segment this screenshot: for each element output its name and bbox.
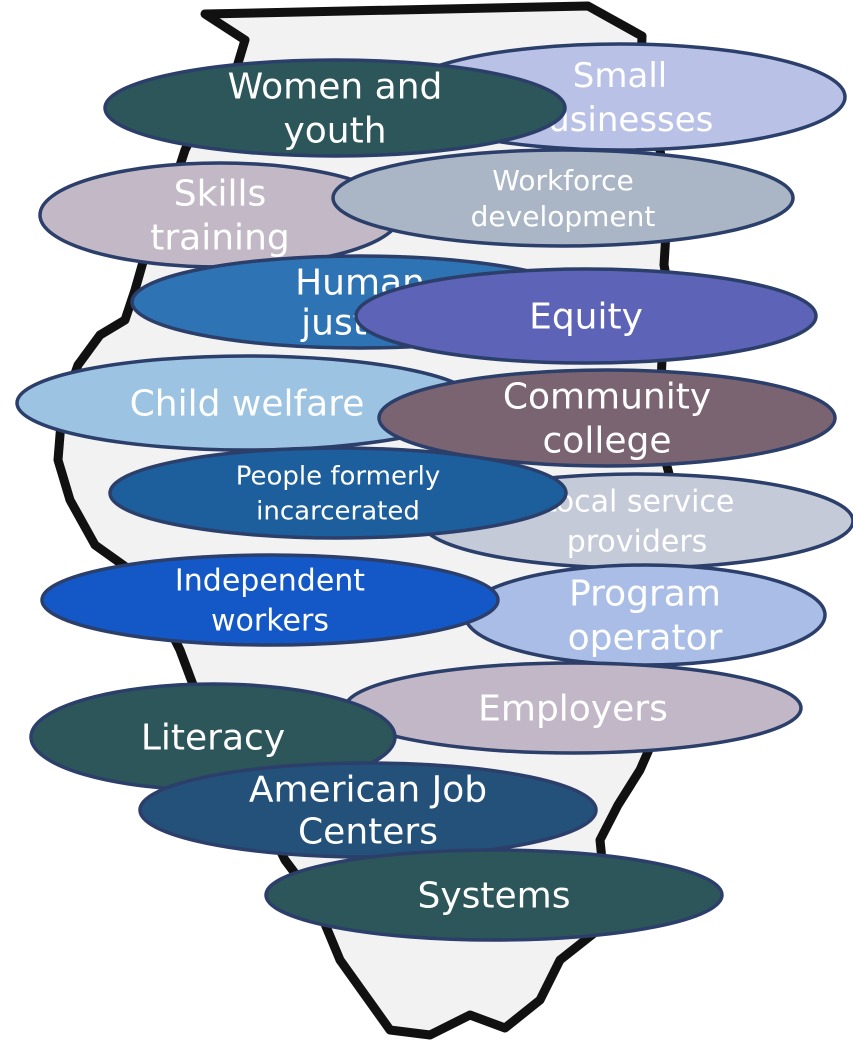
bubble-label-skills-training-line-1: Skills: [174, 174, 266, 215]
bubble-shape-women-and-youth: [103, 58, 567, 158]
bubble-label-women-and-youth-line-2: youth: [283, 111, 386, 152]
bubble-shape-community-college: [377, 368, 837, 468]
bubble-label-employers-line-1: Employers: [478, 689, 668, 730]
bubble-systems: Systems: [264, 848, 724, 942]
bubble-label-local-service-providers-line-1: Local service: [540, 485, 735, 520]
bubble-employers: Employers: [343, 661, 803, 755]
bubble-label-american-job-centers-line-2: Centers: [298, 812, 438, 853]
bubble-label-workforce-development-line-1: Workforce: [492, 164, 633, 197]
bubble-people-formerly-incarcerated: People formerly incarcerated: [108, 446, 568, 540]
bubble-label-skills-training-line-2: training: [150, 218, 289, 259]
bubble-label-equity-line-1: Equity: [529, 297, 643, 338]
bubble-shape-systems: [264, 848, 724, 942]
bubble-label-independent-workers-line-2: workers: [211, 604, 329, 639]
bubble-label-women-and-youth-line-1: Women and: [228, 67, 443, 108]
bubble-label-workforce-development-line-2: development: [471, 200, 656, 233]
bubble-label-program-operator-line-1: Program: [569, 574, 721, 615]
bubble-label-literacy-line-1: Literacy: [141, 718, 285, 759]
bubble-shape-people-formerly-incarcerated: [108, 446, 568, 540]
bubble-label-program-operator-line-2: operator: [568, 618, 723, 659]
bubble-equity: Equity: [354, 267, 818, 365]
bubble-shape-workforce-development: [331, 148, 795, 248]
bubble-independent-workers: Independent workers: [40, 553, 500, 647]
bubble-label-american-job-centers-line-1: American Job: [249, 770, 487, 811]
bubble-shape-equity: [354, 267, 818, 365]
bubble-label-independent-workers-line-1: Independent: [175, 564, 365, 599]
bubble-shape-independent-workers: [40, 553, 500, 647]
bubble-label-child-welfare-line-1: Child welfare: [130, 384, 365, 425]
bubble-label-people-formerly-incarcerated-line-1: People formerly: [236, 462, 441, 492]
bubble-label-community-college-line-1: Community: [503, 377, 711, 418]
bubble-label-systems-line-1: Systems: [418, 876, 571, 917]
bubble-label-small-businesses-line-1: Small: [573, 56, 667, 96]
bubble-label-local-service-providers-line-2: providers: [567, 525, 708, 560]
bubble-label-community-college-line-2: college: [543, 421, 672, 462]
bubble-label-people-formerly-incarcerated-line-2: incarcerated: [256, 497, 420, 527]
